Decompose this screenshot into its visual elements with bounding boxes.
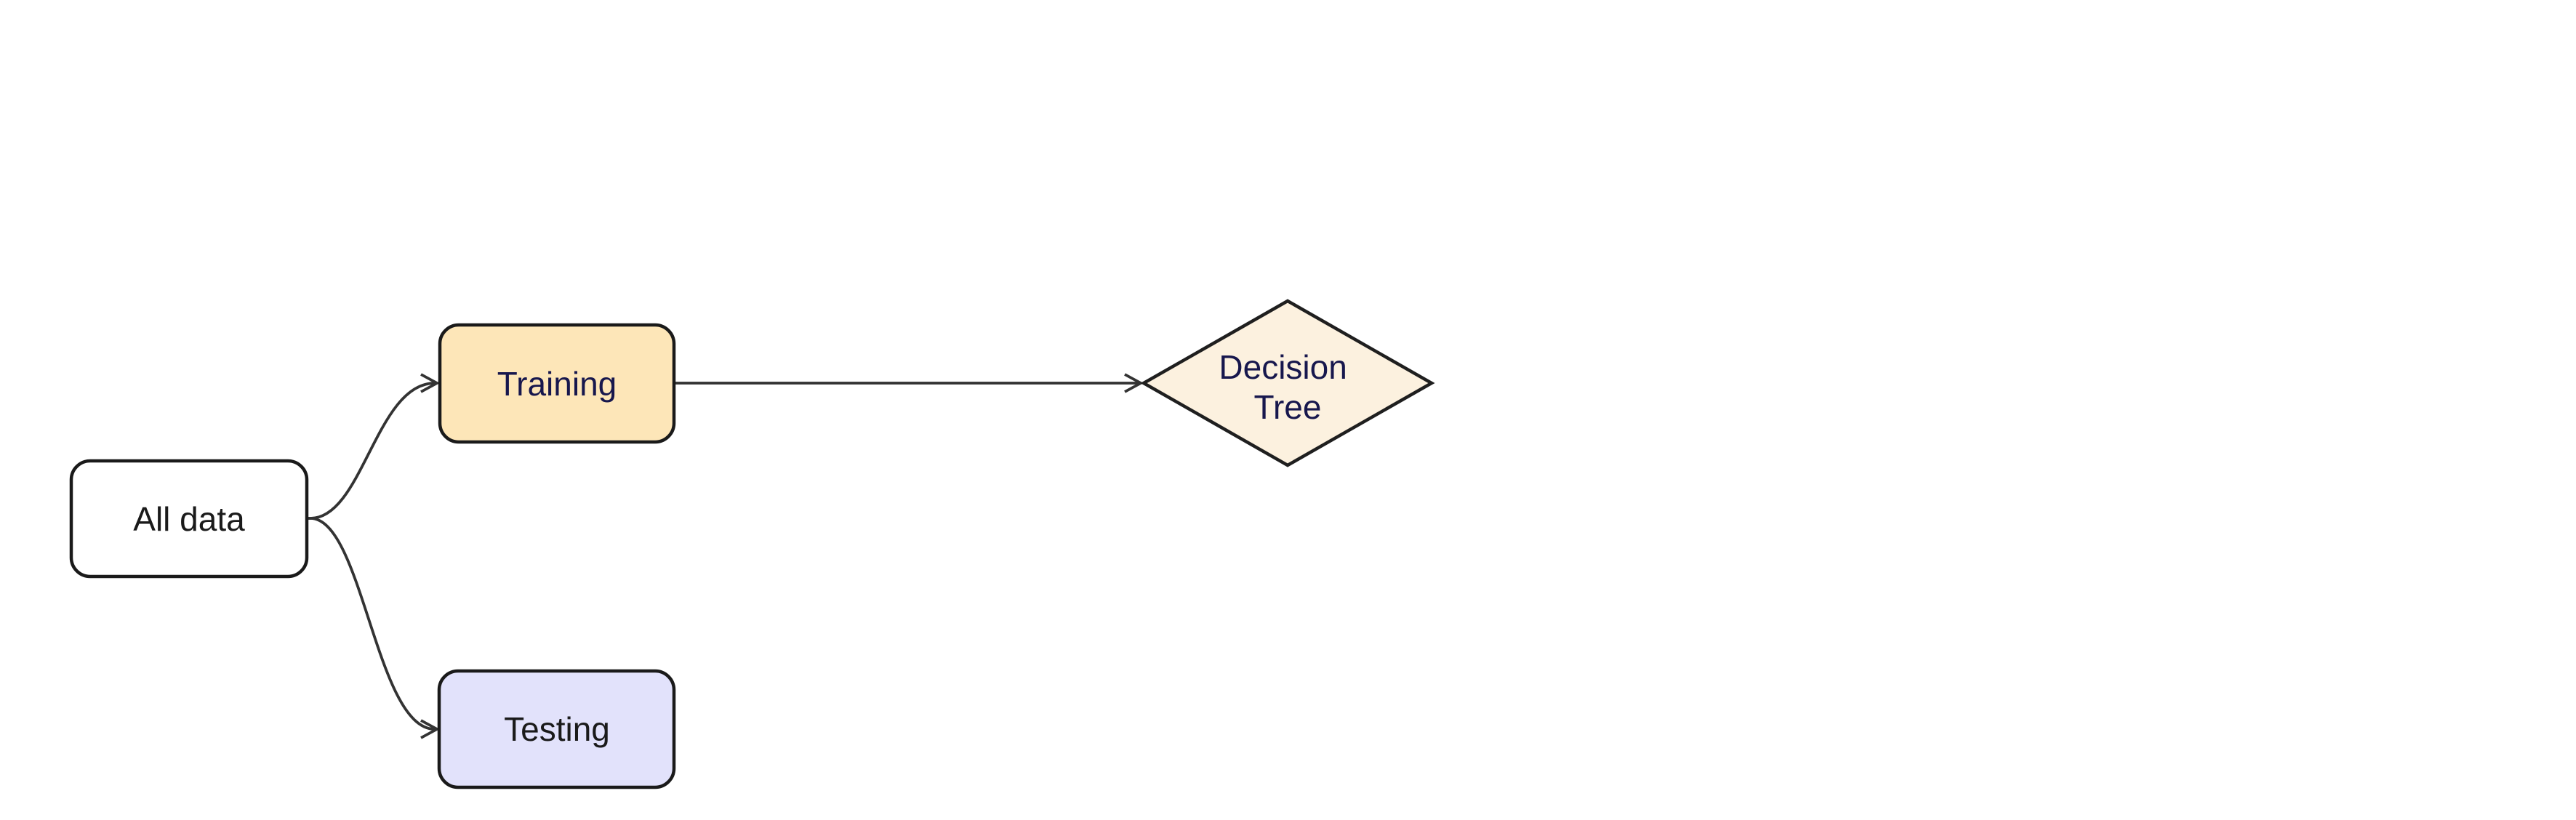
node-testing: Testing [437,669,676,789]
edge-alldata-training-line [307,382,436,520]
node-training-label: Training [497,365,617,403]
edge-alldata-testing-line [307,517,436,731]
node-all-data-shape [69,459,309,579]
edge-alldata-training [307,373,440,520]
node-decision-tree-shape [1140,299,1435,467]
edge-alldata-testing [307,517,440,739]
node-training-shape [438,323,676,444]
node-decision-tree-label-line2: Tree [1254,388,1322,426]
edge-training-decisiontree [674,373,1144,393]
node-all-data: All data [69,459,309,579]
node-decision-tree-label-line1: Decision [1219,348,1347,386]
node-testing-shape [437,669,676,789]
node-testing-label: Testing [504,710,610,748]
node-decision-tree: Decision Tree [1140,299,1435,467]
node-training: Training [438,323,676,444]
node-decision-tree-label: Decision Tree [1219,348,1356,426]
arrowhead-icon [420,373,440,393]
arrowhead-icon [420,719,440,739]
node-all-data-label: All data [133,500,245,538]
